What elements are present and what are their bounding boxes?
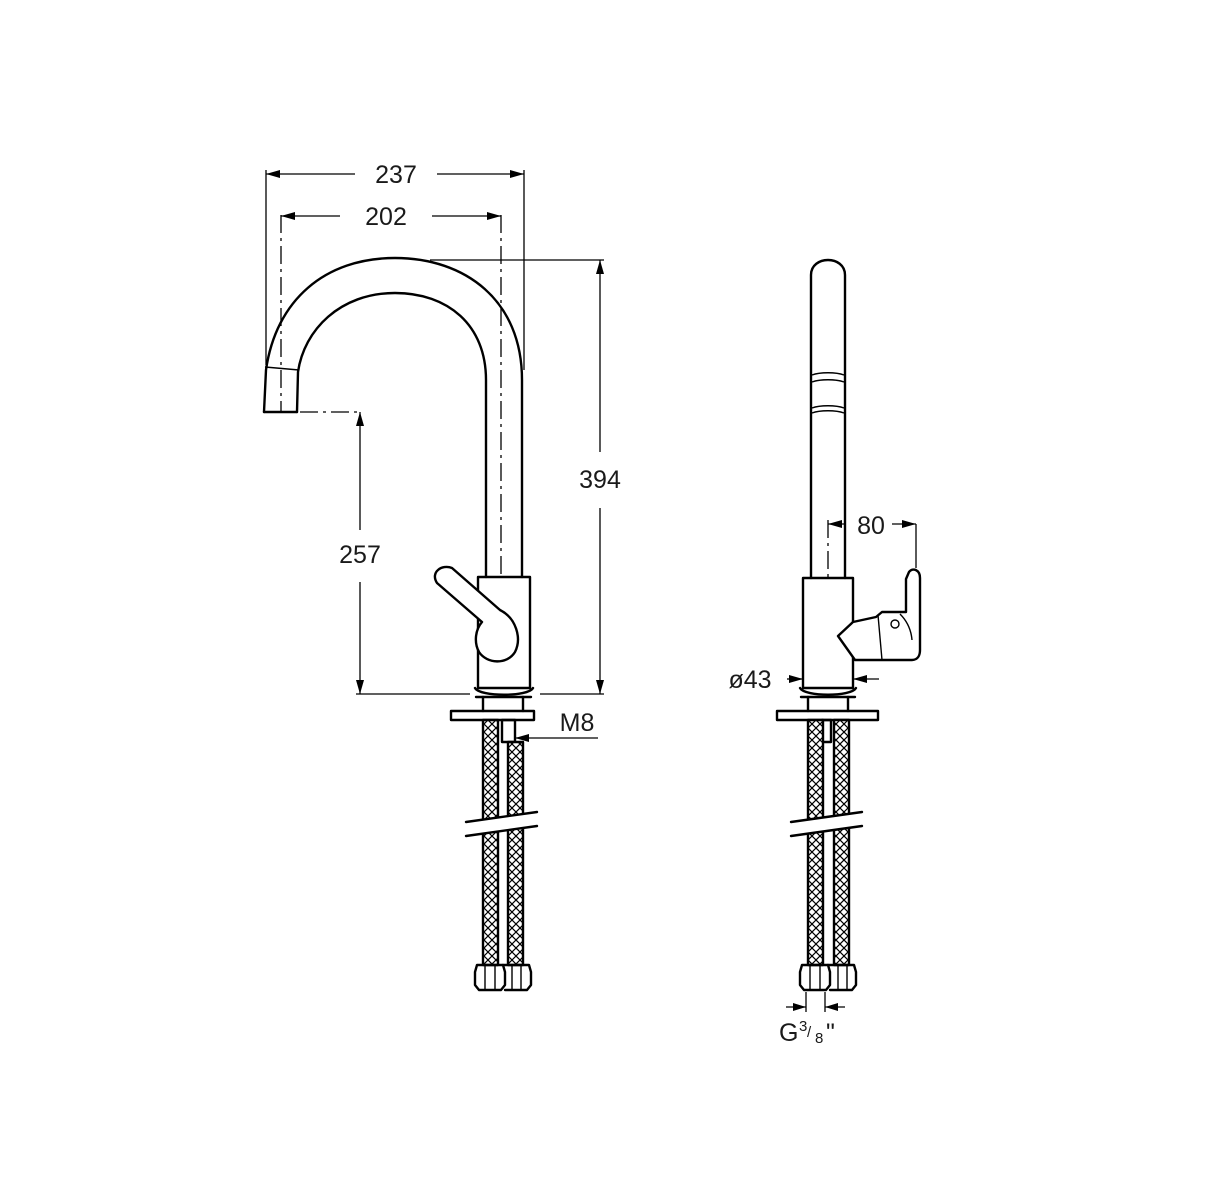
side-mounting-plate xyxy=(775,695,880,722)
dim-label-g38-suffix: " xyxy=(826,1019,835,1047)
dim-label-g38-denominator: 8 xyxy=(815,1030,823,1047)
side-hoses xyxy=(789,718,864,967)
dimension-dia43: ø43 xyxy=(728,666,879,694)
dim-label-237: 237 xyxy=(375,161,417,189)
front-view: 237 202 394 257 xyxy=(262,161,621,992)
dim-label-394: 394 xyxy=(579,466,621,494)
front-lever xyxy=(433,565,520,663)
front-center-lines xyxy=(280,215,502,577)
dim-label-dia43: ø43 xyxy=(728,666,771,694)
dim-label-g38-prefix: G xyxy=(779,1019,798,1047)
side-hose-nuts xyxy=(798,963,858,992)
dim-label-257: 257 xyxy=(339,541,381,569)
dimension-394: 394 xyxy=(430,259,621,695)
side-spout xyxy=(809,258,847,580)
dim-label-g38-numerator: 3 xyxy=(799,1018,807,1035)
dimension-237: 237 xyxy=(265,161,525,370)
front-stud xyxy=(500,718,517,744)
dim-label-m8: M8 xyxy=(560,709,595,737)
dim-label-80: 80 xyxy=(857,512,885,540)
dim-label-202: 202 xyxy=(365,203,407,231)
dimension-m8: M8 xyxy=(515,709,598,742)
front-spout xyxy=(262,256,524,579)
front-hose-nuts xyxy=(473,963,533,992)
dimension-202: 202 xyxy=(281,203,501,231)
front-hoses xyxy=(464,718,539,967)
side-handle xyxy=(836,568,922,662)
dimension-80: 80 xyxy=(828,512,917,568)
dimension-g38: G 3 / 8 " xyxy=(779,992,845,1047)
dim-label-g38-slash: / xyxy=(807,1024,812,1041)
front-mounting-plate xyxy=(449,695,536,722)
side-body xyxy=(798,576,858,699)
dimension-257: 257 xyxy=(339,412,470,695)
side-view: 80 ø43 G 3 / 8 " xyxy=(728,258,922,1047)
